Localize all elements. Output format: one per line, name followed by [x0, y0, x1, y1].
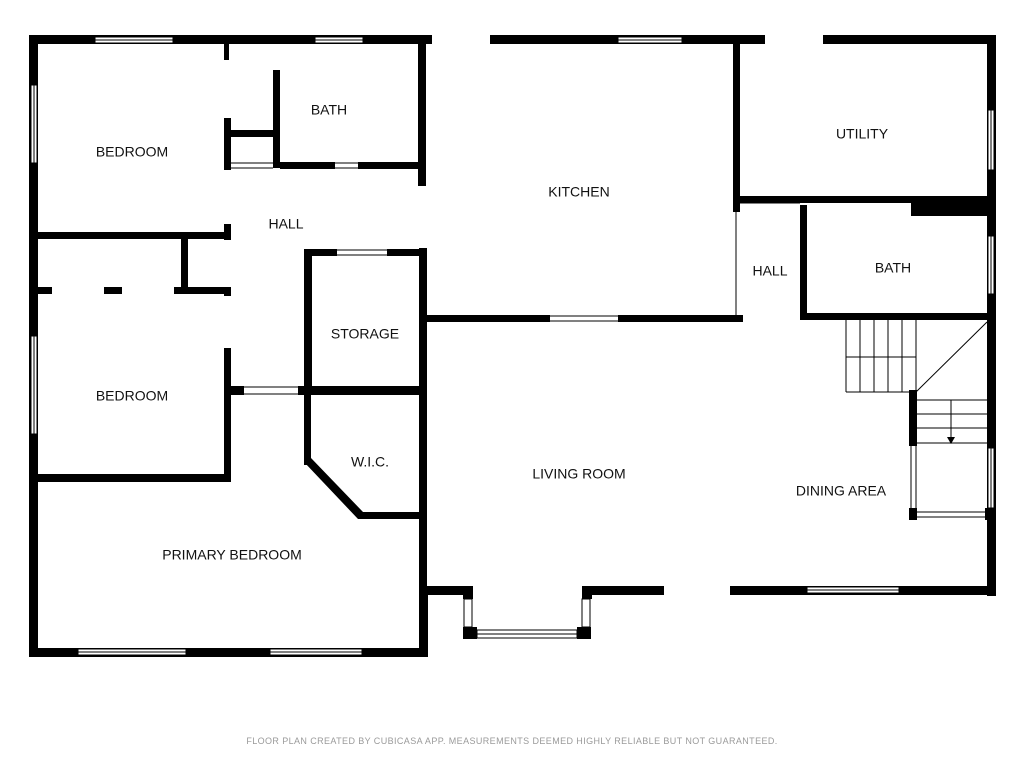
staircase [845, 320, 988, 444]
room-label-living-room: LIVING ROOM [532, 466, 625, 482]
stair-down-arrow-icon [947, 437, 955, 444]
room-label-bath-2: BATH [875, 260, 911, 276]
door-thresholds [231, 162, 985, 518]
window-bottom-2 [269, 648, 363, 656]
window-right-2 [987, 235, 995, 295]
window-left-2 [30, 335, 38, 435]
room-label-dining-area: DINING AREA [796, 483, 887, 499]
room-label-utility: UTILITY [836, 126, 889, 142]
window-top-2 [314, 36, 364, 44]
window-right-3 [987, 447, 995, 509]
windows [30, 35, 995, 656]
room-label-hall-1: HALL [268, 216, 303, 232]
room-label-hall-2: HALL [752, 263, 787, 279]
room-label-bedroom-1: BEDROOM [96, 144, 168, 160]
room-labels: BEDROOM BATH KITCHEN UTILITY HALL HALL B… [96, 102, 911, 563]
interior-walls [38, 40, 991, 596]
window-left-1 [30, 84, 38, 164]
window-top-1 [94, 36, 174, 44]
disclaimer-footer: FLOOR PLAN CREATED BY CUBICASA APP. MEAS… [246, 736, 778, 746]
bay-window [463, 595, 592, 639]
room-label-bedroom-2: BEDROOM [96, 388, 168, 404]
window-right-1 [987, 109, 995, 171]
room-label-wic: W.I.C. [351, 454, 389, 470]
room-label-kitchen: KITCHEN [548, 184, 609, 200]
room-label-bath-1: BATH [311, 102, 347, 118]
room-label-primary-bedroom: PRIMARY BEDROOM [162, 547, 302, 563]
window-bottom-3 [806, 586, 900, 594]
window-top-3 [617, 36, 683, 44]
window-bottom-1 [77, 648, 187, 656]
room-label-storage: STORAGE [331, 326, 399, 342]
